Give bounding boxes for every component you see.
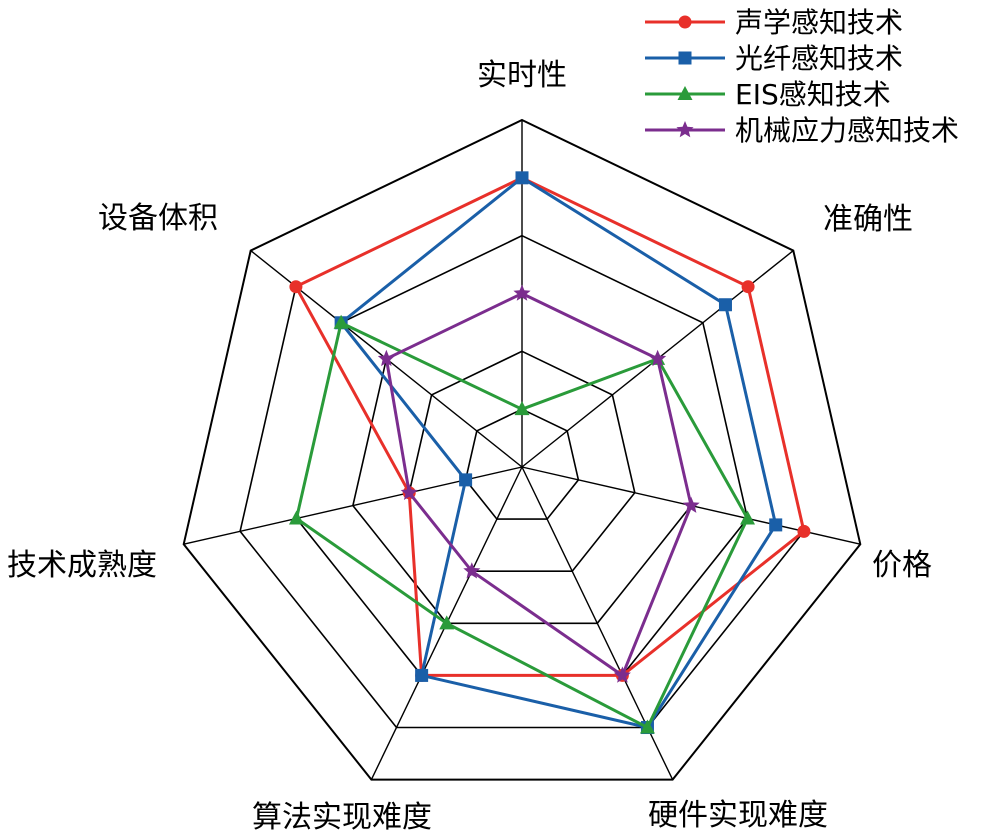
grid-ring-2 — [408, 350, 636, 573]
legend-marker-0 — [678, 15, 692, 29]
grid-ring-6 — [182, 118, 862, 781]
legend-marker-2 — [677, 86, 693, 100]
series-line-1 — [338, 175, 778, 730]
series-1-point-0 — [515, 171, 529, 185]
series-0 — [289, 171, 811, 682]
series-3-point-2 — [682, 496, 700, 513]
legend-item-2: EIS感知技术 — [645, 78, 891, 111]
legend-box — [638, 0, 1000, 158]
series-3-point-4 — [463, 562, 481, 579]
axis-label-1: 准确性 — [823, 202, 913, 237]
series-2-point-0 — [514, 401, 530, 416]
series-2-point-4 — [439, 615, 455, 630]
legend-label-1: 光纤感知技术 — [735, 42, 903, 75]
series-3 — [377, 284, 700, 683]
axis-label-5: 技术成熟度 — [7, 548, 157, 583]
series-1-point-5 — [459, 473, 473, 487]
legend-item-1: 光纤感知技术 — [645, 42, 903, 75]
series-2-point-3 — [639, 719, 655, 734]
legend-marker-1 — [678, 51, 692, 65]
axis-label-2: 价格 — [872, 548, 932, 583]
legend-label-2: EIS感知技术 — [735, 78, 891, 111]
radar-series — [288, 171, 811, 735]
series-0-point-1 — [741, 280, 755, 294]
legend-item-3: 机械应力感知技术 — [645, 114, 959, 147]
series-line-3 — [384, 291, 693, 678]
series-1-point-1 — [718, 298, 732, 312]
series-2-point-2 — [740, 510, 756, 525]
series-2-point-6 — [333, 314, 349, 329]
axis-label-6: 设备体积 — [98, 201, 218, 236]
series-3-point-6 — [377, 349, 395, 367]
axis-label-0: 实时性 — [477, 58, 567, 93]
legend-label-0: 声学感知技术 — [735, 6, 903, 39]
series-line-2 — [294, 320, 750, 730]
series-0-point-2 — [797, 524, 811, 538]
series-1-point-4 — [415, 668, 429, 682]
series-1-point-2 — [769, 518, 783, 532]
legend-item-0: 声学感知技术 — [645, 6, 903, 39]
grid-ring-1 — [464, 408, 580, 520]
series-line-0 — [293, 176, 806, 677]
series-3-point-0 — [513, 284, 531, 301]
series-0-point-6 — [289, 280, 303, 294]
series-2-point-5 — [288, 510, 304, 525]
axis-label-3: 硬件实现难度 — [648, 798, 828, 833]
legend-marker-3 — [676, 121, 694, 138]
series-3-point-1 — [649, 349, 667, 367]
legend-label-3: 机械应力感知技术 — [735, 114, 959, 147]
axis-label-4: 算法实现难度 — [252, 800, 432, 835]
series-3-point-3 — [613, 666, 631, 683]
series-3-point-5 — [400, 483, 418, 500]
